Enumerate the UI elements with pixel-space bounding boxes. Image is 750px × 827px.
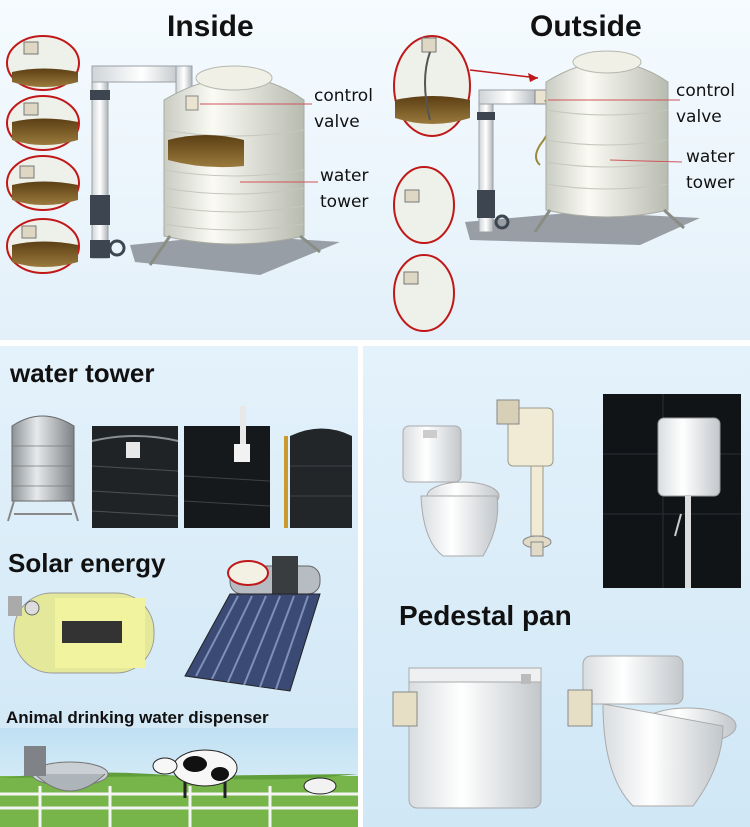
animal-dispenser-title: Animal drinking water dispenser [6,708,269,727]
water-tank-outside [545,61,669,218]
solar-energy-title: Solar energy [8,548,166,578]
pedestal-pan-title: Pedestal pan [399,600,572,631]
installation-illustration [6,35,700,332]
valve-wheel-icon [108,239,126,257]
inside-title: Inside [167,10,254,43]
applications-panel: water tower Solar energy Animal drinking… [0,346,358,827]
steel-tank-photo [7,415,79,522]
toilet-with-valve-photo [567,655,737,807]
valve-wheel-icon [494,214,510,230]
ground-shadow [130,235,340,275]
applications-illustration [0,406,358,827]
toilet-application-panel: Pedestal pan [363,346,750,827]
cistern-tank-photo [392,667,542,809]
zoom-detail-group [6,35,80,274]
black-tank-photo [290,428,352,528]
zoom-detail-group [393,35,471,332]
solar-water-heater-photo [8,592,155,674]
outside-title: Outside [530,10,642,43]
fill-valve-photo [496,399,554,557]
wall-cistern-photo [603,394,741,588]
tank-interior-photo [92,426,178,528]
water-tower-title: water tower [10,358,155,388]
toilet-illustration [392,394,741,809]
solar-tube-collector-photo [184,556,321,692]
animal-water-dispenser-photo [0,728,358,827]
one-piece-toilet-photo [402,425,500,557]
